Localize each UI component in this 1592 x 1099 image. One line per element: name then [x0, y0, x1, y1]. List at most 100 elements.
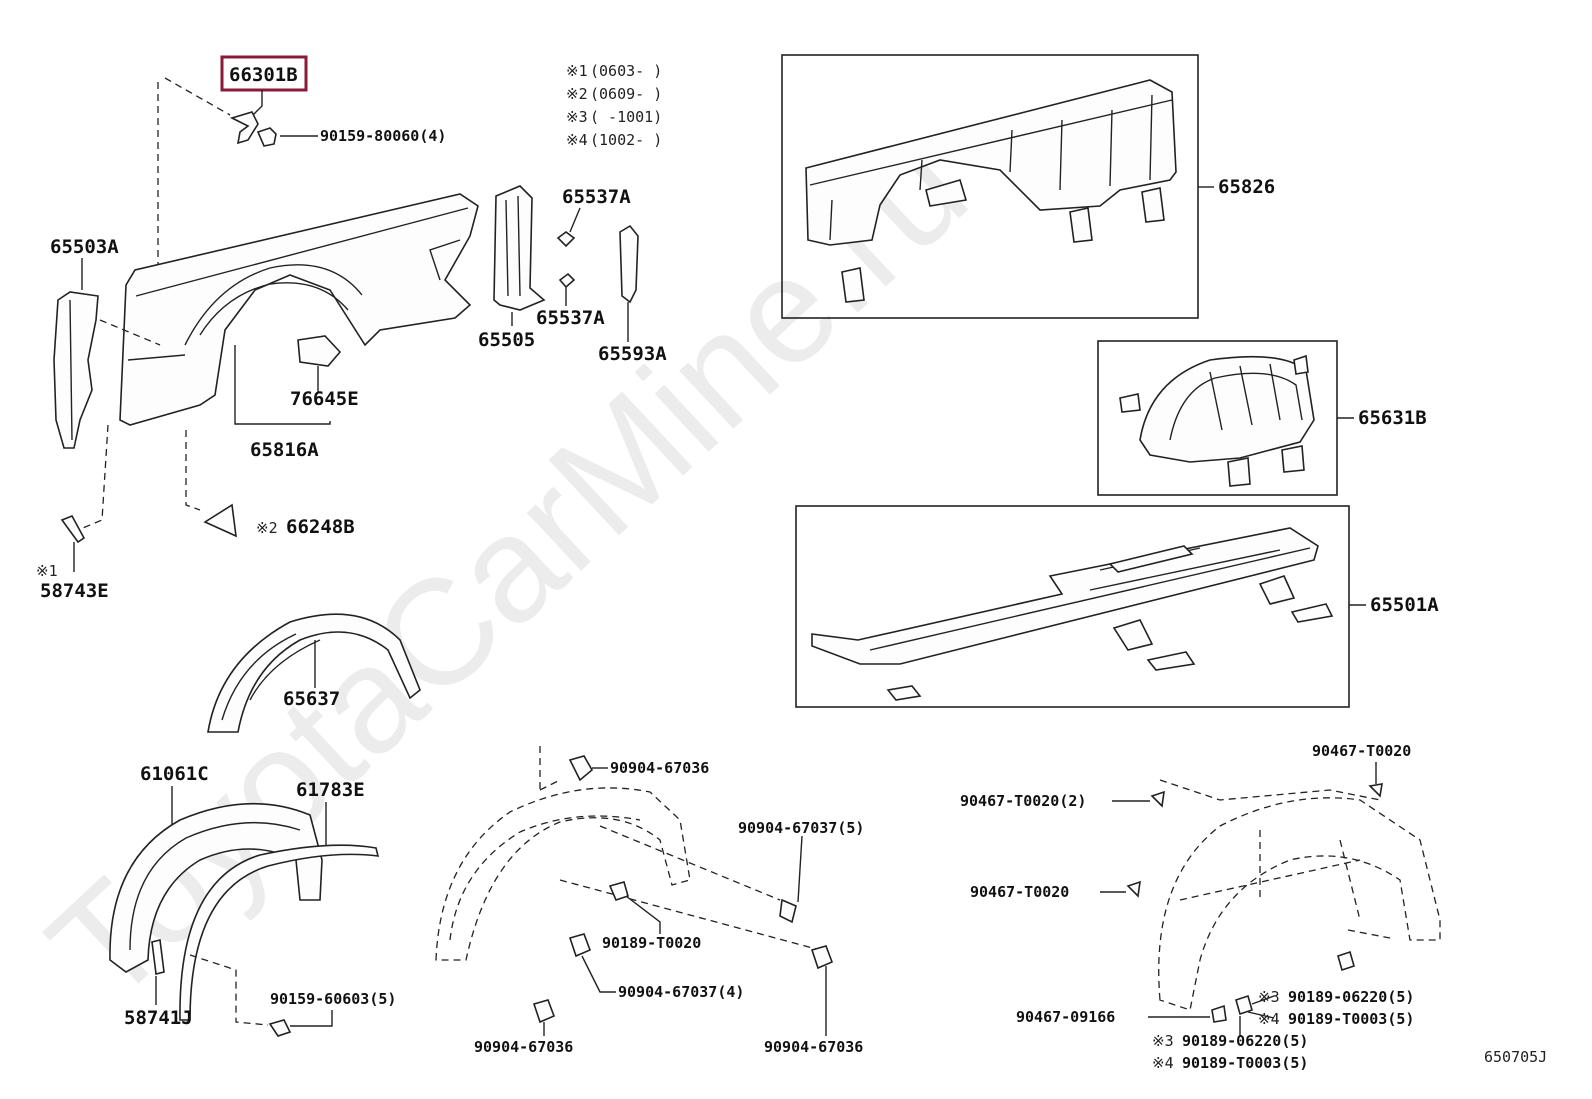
part-clip-90904-67037-5[interactable] [779, 898, 797, 924]
label-65816A[interactable]: 65816A [250, 439, 319, 461]
leader-90904-67037-5 [797, 835, 803, 903]
part-66248B-pad[interactable] [203, 503, 237, 538]
panel-65505-ribs [505, 195, 521, 297]
label-90189-06220-a[interactable]: 90189-06220(5) [1288, 988, 1414, 1006]
part-65503A-corner-post[interactable] [53, 291, 99, 449]
label-76645E[interactable]: 76645E [290, 388, 359, 410]
part-61783E-moulding[interactable] [179, 844, 380, 1021]
highlight-box-66301B[interactable] [220, 55, 308, 92]
panel-65826-bracket-3 [1141, 187, 1165, 223]
panel-edge-line [135, 207, 469, 297]
label-65537A-bottom[interactable]: 65537A [536, 307, 605, 329]
part-screw-90189-06220[interactable] [1235, 994, 1253, 1016]
label-65501A[interactable]: 65501A [1370, 594, 1439, 616]
label-58741J[interactable]: 58741J [124, 1007, 193, 1029]
part-clip-90189-T0020[interactable] [608, 881, 629, 901]
part-76645E-plate[interactable] [297, 335, 342, 367]
flare-assembly-projections [559, 825, 821, 951]
label-90189-T0003-a[interactable]: 90189-T0003(5) [1288, 1010, 1414, 1028]
label-90189-06220-b[interactable]: 90189-06220(5) [1182, 1032, 1308, 1050]
mark-90189-T0003-a: ※4 [1258, 1010, 1280, 1028]
label-90159-60603[interactable]: 90159-60603(5) [270, 990, 396, 1008]
label-66248B[interactable]: 66248B [286, 516, 355, 538]
panel-crease [127, 354, 186, 361]
part-clip-90904-67036-right[interactable] [810, 945, 834, 970]
label-58743E[interactable]: 58743E [40, 580, 109, 602]
part-65631B-wheelhouse-inner[interactable] [1139, 355, 1315, 463]
note-mark-3: ※3 [566, 108, 588, 126]
post-inner-edge [69, 299, 73, 441]
liner-assembly-lower [1347, 929, 1391, 939]
label-65826[interactable]: 65826 [1218, 176, 1275, 198]
label-90904-67037-5[interactable]: 90904-67037(5) [738, 819, 864, 837]
label-90467-T0020-top[interactable]: 90467-T0020 [1312, 742, 1411, 760]
label-90467-09166[interactable]: 90467-09166 [1016, 1008, 1115, 1026]
floor-bracket-5 [886, 685, 922, 701]
label-90189-T0003-b[interactable]: 90189-T0003(5) [1182, 1054, 1308, 1072]
leader-90189-right [1247, 995, 1275, 1019]
part-65637-liner[interactable] [207, 613, 421, 733]
dash-90159-60603 [189, 954, 269, 1026]
part-clip-liner-lower[interactable] [1337, 950, 1355, 972]
part-bolt-90159-80060[interactable] [256, 127, 277, 147]
part-66301B-bracket[interactable] [229, 111, 259, 145]
diagram-code: 650705J [1484, 1048, 1547, 1066]
part-clip-90904-67036-top[interactable] [568, 755, 594, 782]
panel-65826-bracket-2 [1069, 207, 1093, 243]
mark-90189-T0003-b: ※4 [1152, 1054, 1174, 1072]
part-65537A-nut-bottom[interactable] [558, 272, 576, 289]
leader-66301B [249, 90, 263, 119]
note-mark-1: ※1 [566, 62, 588, 80]
part-65501A-floor-panel[interactable] [811, 527, 1319, 665]
panel-65826-ribs [809, 94, 1173, 241]
box-65501A [795, 505, 1350, 708]
part-61061C-fender-flare[interactable] [109, 802, 323, 973]
floor-bracket-3 [1258, 575, 1296, 605]
part-58741J-clip[interactable] [151, 939, 165, 975]
label-65593A[interactable]: 65593A [598, 343, 667, 365]
label-90904-67036-top[interactable]: 90904-67036 [610, 759, 709, 777]
part-65537A-nut-top[interactable] [556, 231, 576, 248]
label-61783E[interactable]: 61783E [296, 779, 365, 801]
note-mark-2: ※2 [566, 85, 588, 103]
leader-65537A-top [569, 207, 581, 233]
mark-90189-06220-b: ※3 [1152, 1032, 1174, 1050]
label-90467-T0020-mid[interactable]: 90467-T0020 [970, 883, 1069, 901]
label-65637[interactable]: 65637 [283, 688, 340, 710]
part-58743E-clip[interactable] [60, 514, 86, 544]
dash-66301B-mount [164, 77, 231, 116]
label-90904-67036-right[interactable]: 90904-67036 [764, 1038, 863, 1056]
part-clip-90467-T0020-top[interactable] [1368, 783, 1383, 798]
label-65503A[interactable]: 65503A [50, 236, 119, 258]
label-90904-67037-4[interactable]: 90904-67037(4) [618, 983, 744, 1001]
note-range-3: ( -1001) [590, 108, 662, 126]
wheelhouse-bracket-2 [1281, 445, 1305, 473]
mark-58743E: ※1 [36, 562, 58, 580]
label-65631B[interactable]: 65631B [1358, 407, 1427, 429]
label-66301B[interactable]: 66301B [229, 64, 298, 86]
note-range-4: (1002- ) [590, 131, 662, 149]
panel-65826-gusset [925, 179, 968, 207]
part-clip-90904-67036-left[interactable] [532, 999, 556, 1024]
part-clip-90467-T0020-mid[interactable] [1126, 880, 1141, 898]
part-65816A-bed-side-panel[interactable] [119, 193, 479, 426]
liner-assembly-outline [1158, 797, 1441, 1011]
part-clip-90467-T0020-2[interactable] [1150, 790, 1165, 808]
label-65537A-top[interactable]: 65537A [562, 186, 631, 208]
label-90159-80060[interactable]: 90159-80060(4) [320, 127, 446, 145]
label-65505[interactable]: 65505 [478, 329, 535, 351]
note-mark-4: ※4 [566, 131, 588, 149]
part-screw-90159-60603[interactable] [268, 1019, 292, 1037]
label-90189-T0020[interactable]: 90189-T0020 [602, 934, 701, 952]
leader-90189-T0020 [625, 895, 661, 934]
part-clip-90467-09166[interactable] [1211, 1004, 1227, 1023]
part-65593A-strip[interactable] [619, 224, 639, 304]
dash-58743E [77, 424, 109, 531]
label-61061C[interactable]: 61061C [140, 763, 209, 785]
label-90467-T0020-2[interactable]: 90467-T0020(2) [960, 792, 1086, 810]
part-clip-90904-67037-4[interactable] [568, 933, 592, 958]
floor-bracket-4 [1290, 603, 1334, 623]
leader-90904-67037-4 [581, 955, 616, 993]
label-90904-67036-left[interactable]: 90904-67036 [474, 1038, 573, 1056]
